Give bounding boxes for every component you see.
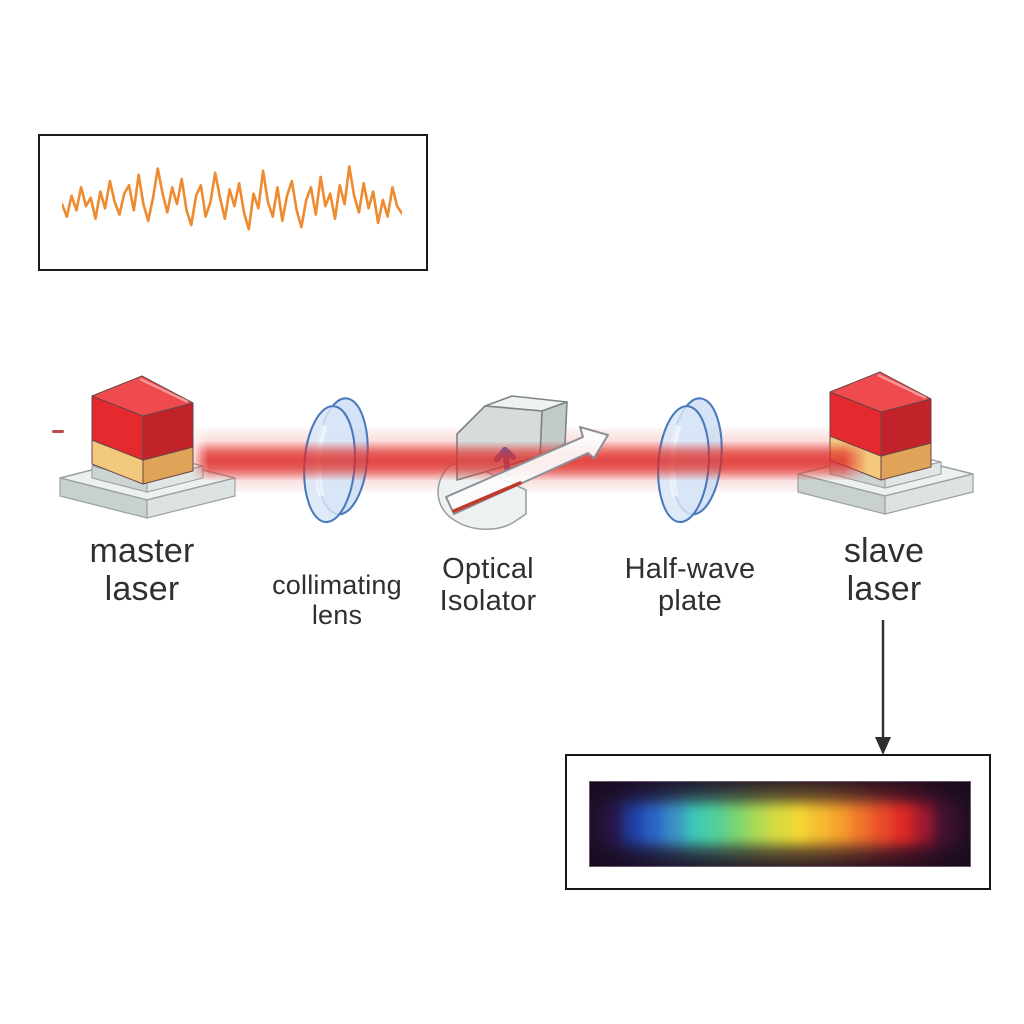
spectrum-band xyxy=(663,803,685,845)
noise-waveform xyxy=(62,156,402,248)
spectrum-band xyxy=(892,803,914,845)
spectrum-vignette xyxy=(590,782,970,866)
optical-isolator-label: Optical Isolator xyxy=(439,553,537,618)
half-wave-plate-label: Half-wave plate xyxy=(624,553,756,618)
isolator-wedge-pointer xyxy=(445,426,609,515)
spectrum-band xyxy=(642,803,664,845)
spectrum-band xyxy=(705,803,727,845)
noise-polyline xyxy=(62,166,402,229)
stray-mark xyxy=(52,430,64,433)
spectrum-band xyxy=(830,803,851,845)
spectrum-band xyxy=(601,803,623,845)
spectrum-band xyxy=(871,803,893,845)
spectrum-band xyxy=(788,803,810,845)
spectrum-band xyxy=(767,803,789,845)
spectrum-band xyxy=(934,803,955,845)
spectrum-band-row xyxy=(601,803,955,845)
master-laser-label: master laser xyxy=(89,532,195,609)
noise-waveform-panel xyxy=(38,134,428,271)
spectrum-panel xyxy=(565,754,991,890)
spectrum-band xyxy=(809,803,831,845)
slave-laser-label: slave laser xyxy=(843,532,925,609)
spectrum-band xyxy=(684,803,706,845)
spectrum-band xyxy=(746,803,768,845)
collimating-lens-label: collimating lens xyxy=(272,570,402,631)
spectrum-band xyxy=(622,803,643,845)
spectrum-band xyxy=(726,803,747,845)
spectrum-band xyxy=(913,803,935,845)
spectrum-band xyxy=(850,803,872,845)
output-arrow xyxy=(875,620,891,755)
spectrum-strip xyxy=(589,781,971,867)
